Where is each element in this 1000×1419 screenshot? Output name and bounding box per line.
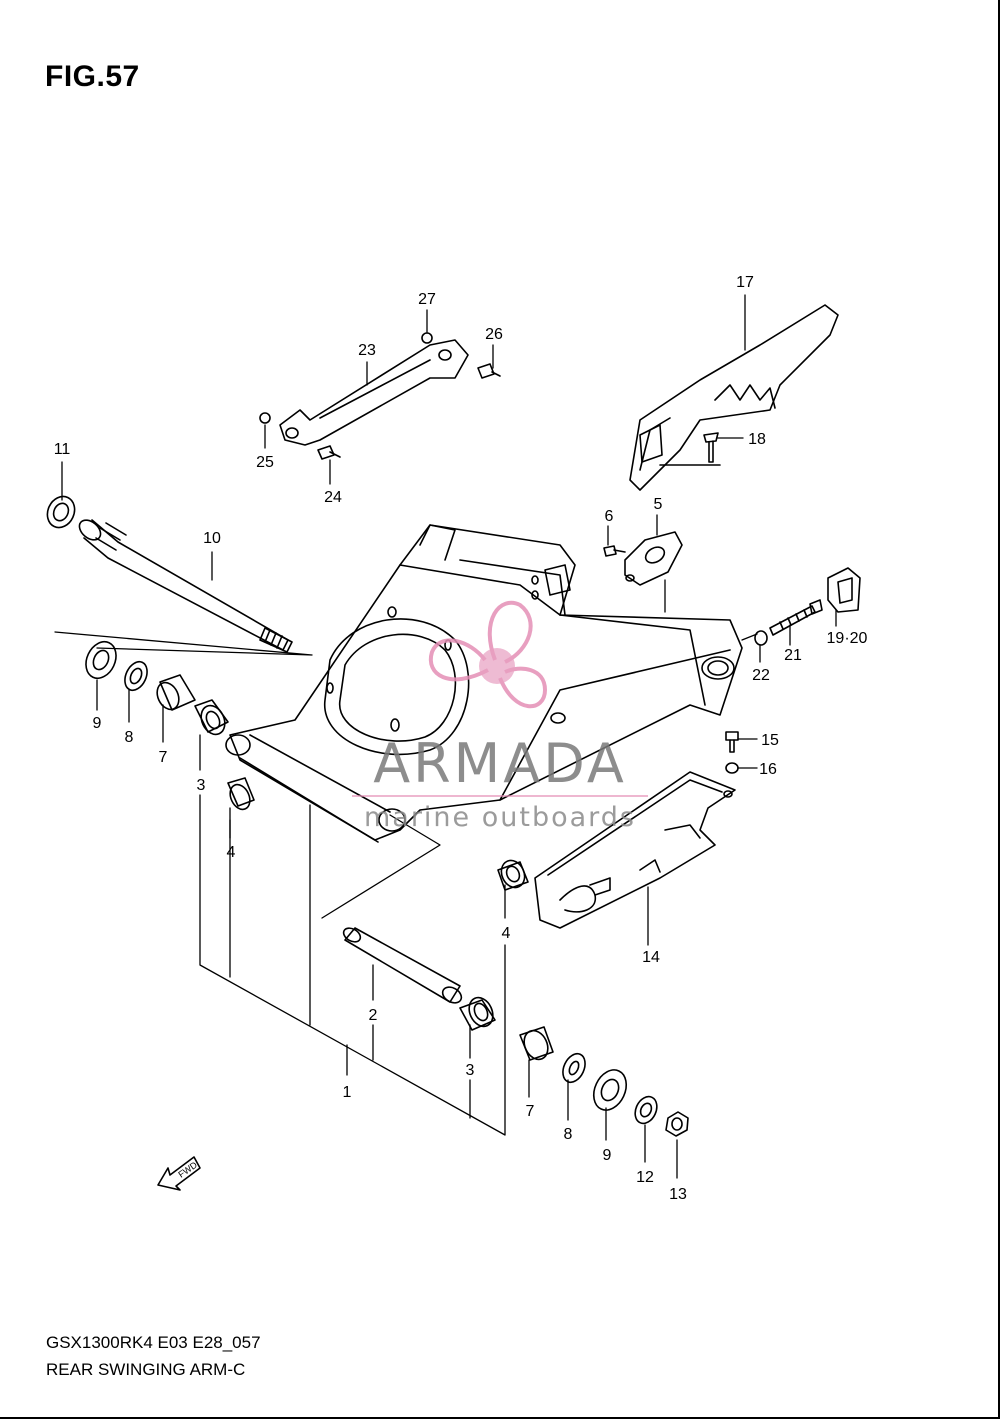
callout-13: 13 bbox=[669, 1186, 687, 1203]
callout-7-right: 7 bbox=[526, 1103, 535, 1120]
bracket-and-bolt bbox=[603, 531, 683, 586]
pivot-nut bbox=[46, 495, 76, 529]
watermark-tagline: marine outboards bbox=[364, 802, 636, 833]
callout-8-left: 8 bbox=[125, 729, 134, 746]
callout-12: 12 bbox=[636, 1169, 654, 1186]
callout-24: 24 bbox=[324, 489, 342, 506]
right-side-hardware bbox=[459, 859, 689, 1137]
callout-8-right: 8 bbox=[564, 1126, 573, 1143]
figure-title: FIG.57 bbox=[45, 60, 140, 93]
callout-26: 26 bbox=[485, 326, 503, 343]
watermark-logo: ARMADA marine outboards bbox=[352, 601, 648, 833]
left-side-hardware bbox=[85, 640, 255, 811]
callout-17: 17 bbox=[736, 274, 754, 291]
propeller-icon bbox=[428, 601, 548, 709]
footer-diagram-code: GSX1300RK4 E03 E28_057 bbox=[46, 1333, 261, 1352]
adjuster-bolt bbox=[769, 599, 823, 636]
adjuster-block bbox=[827, 567, 861, 613]
callout-27: 27 bbox=[418, 291, 436, 308]
fwd-arrow-icon bbox=[157, 1156, 201, 1191]
callout-4-right: 4 bbox=[502, 925, 511, 942]
callout-16: 16 bbox=[759, 761, 777, 778]
watermark-brand: ARMADA bbox=[373, 732, 627, 795]
swingarm-body bbox=[225, 524, 743, 843]
callout-5: 5 bbox=[654, 496, 663, 513]
spacer-tube bbox=[342, 927, 463, 1004]
pivot-axle bbox=[78, 519, 293, 653]
callout-22: 22 bbox=[752, 667, 770, 684]
cover-screw bbox=[703, 432, 719, 463]
callout-10: 10 bbox=[203, 530, 221, 547]
callout-18: 18 bbox=[748, 431, 766, 448]
callout-2: 2 bbox=[369, 1007, 378, 1024]
torque-link-hardware bbox=[259, 332, 501, 460]
callout-9-right: 9 bbox=[603, 1147, 612, 1164]
callout-7-left: 7 bbox=[159, 749, 168, 766]
callout-labels: 1 2 3 3 4 4 5 6 7 7 8 8 9 9 10 11 12 13 … bbox=[54, 274, 868, 1203]
callout-15: 15 bbox=[761, 732, 779, 749]
callout-23: 23 bbox=[358, 342, 376, 359]
chain-buffer bbox=[534, 771, 736, 929]
callout-3-right: 3 bbox=[466, 1062, 475, 1079]
callout-21: 21 bbox=[784, 647, 802, 664]
callout-19-20: 19·20 bbox=[827, 630, 868, 647]
callout-6: 6 bbox=[605, 508, 614, 525]
callout-4-left: 4 bbox=[227, 844, 236, 861]
footer-diagram-name: REAR SWINGING ARM-C bbox=[46, 1360, 246, 1379]
callout-1: 1 bbox=[343, 1084, 352, 1101]
callout-11: 11 bbox=[54, 441, 71, 458]
chain-cover bbox=[629, 304, 839, 491]
small-bolt-and-collar bbox=[725, 731, 739, 774]
callout-25: 25 bbox=[256, 454, 274, 471]
callout-14: 14 bbox=[642, 949, 660, 966]
adjuster-nut bbox=[754, 630, 768, 646]
callout-9-left: 9 bbox=[93, 715, 102, 732]
torque-link-arm bbox=[279, 339, 469, 446]
callout-3-left: 3 bbox=[197, 777, 206, 794]
